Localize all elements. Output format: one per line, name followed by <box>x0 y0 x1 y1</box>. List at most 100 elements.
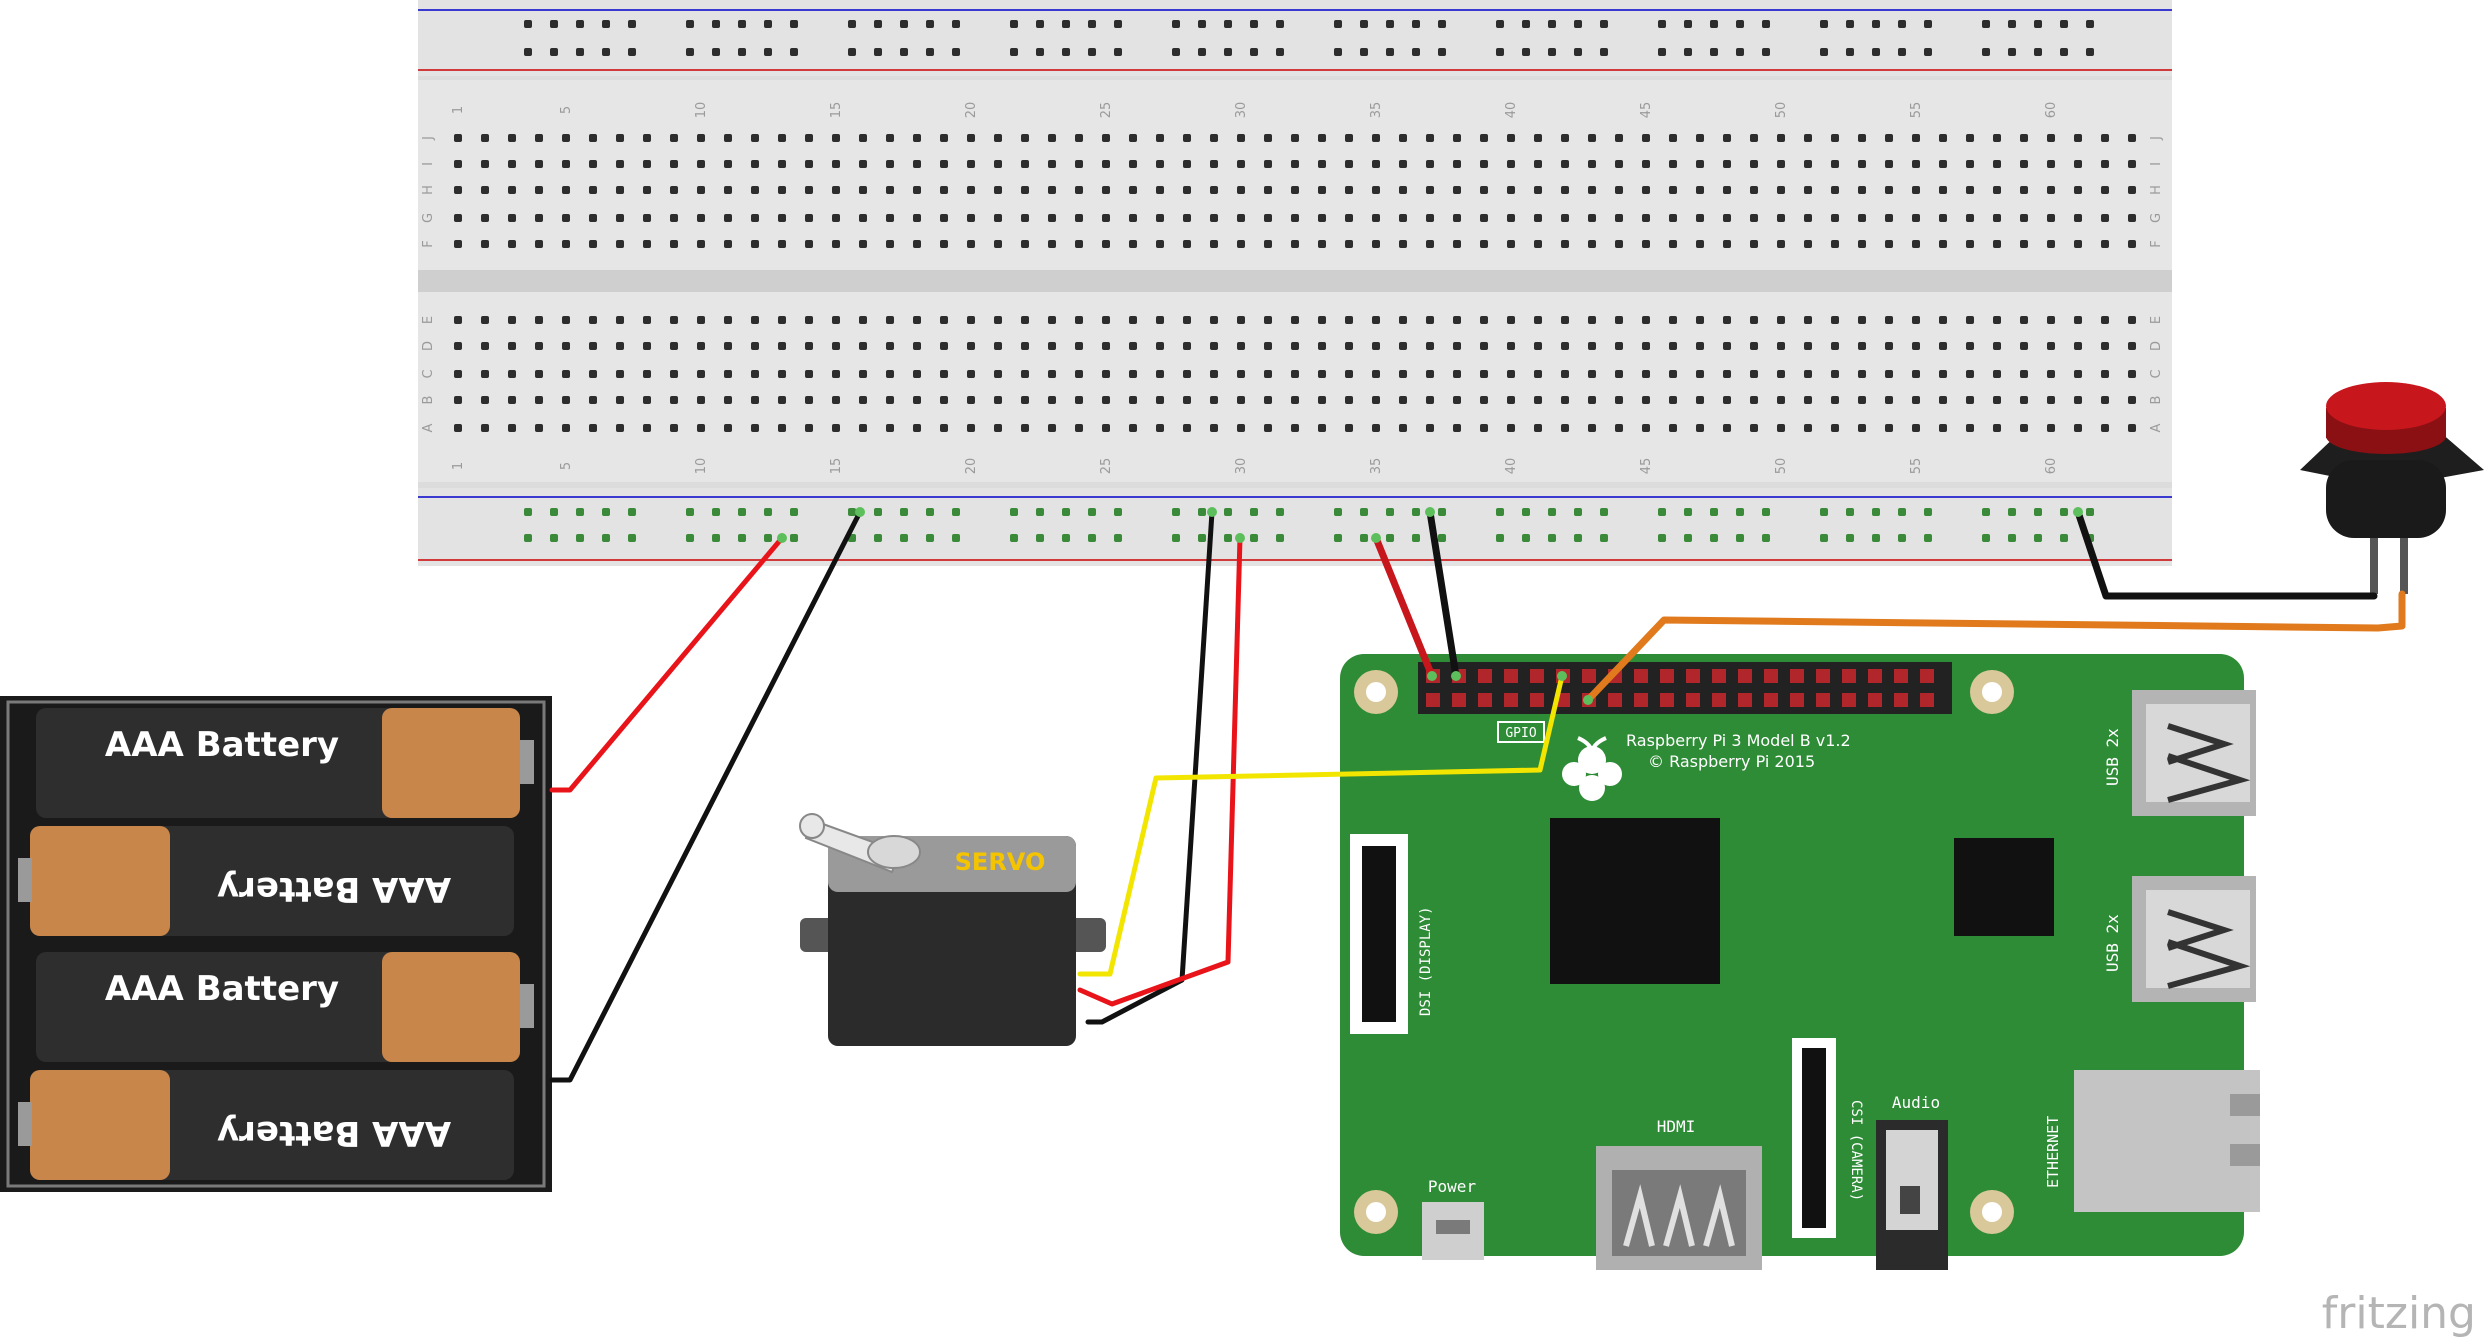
gpio-pin <box>1764 693 1778 707</box>
breadboard-hole <box>1939 186 1947 194</box>
breadboard-hole <box>1102 316 1110 324</box>
breadboard-hole <box>1642 342 1650 350</box>
wire-button-ground <box>2074 508 2378 600</box>
rail-hole <box>1574 20 1582 28</box>
breadboard-hole <box>1831 240 1839 248</box>
pi-copyright-label: © Raspberry Pi 2015 <box>1648 752 1815 771</box>
row-letter: D <box>2149 341 2164 351</box>
rail-hole <box>1820 534 1828 542</box>
breadboard-hole <box>805 370 813 378</box>
rail-hole <box>1898 48 1906 56</box>
breadboard-hole <box>940 370 948 378</box>
breadboard-hole <box>1939 134 1947 142</box>
battery-cell-positive-band <box>30 826 170 936</box>
rail-hole <box>1684 48 1692 56</box>
breadboard-hole <box>1048 240 1056 248</box>
breadboard-hole <box>1588 424 1596 432</box>
breadboard-hole <box>535 134 543 142</box>
breadboard-hole <box>1696 160 1704 168</box>
row-letter: D <box>421 341 436 351</box>
breadboard-hole <box>1345 240 1353 248</box>
gpio-pin <box>1816 693 1830 707</box>
rail-hole <box>1736 534 1744 542</box>
breadboard-hole <box>1561 370 1569 378</box>
breadboard-hole <box>1129 342 1137 350</box>
breadboard-hole <box>832 186 840 194</box>
column-number: 35 <box>1369 458 1384 475</box>
breadboard-hole <box>481 160 489 168</box>
breadboard-hole <box>454 240 462 248</box>
breadboard-hole <box>1507 316 1515 324</box>
breadboard-hole <box>1345 396 1353 404</box>
breadboard-hole <box>1723 134 1731 142</box>
breadboard-hole <box>643 240 651 248</box>
breadboard-hole <box>2020 214 2028 222</box>
breadboard-hole <box>1291 134 1299 142</box>
breadboard-hole <box>643 160 651 168</box>
breadboard-hole <box>454 316 462 324</box>
rail-hole <box>900 48 908 56</box>
column-number: 20 <box>964 458 979 475</box>
usb-label-2: USB 2x <box>2103 914 2122 972</box>
rail-hole <box>1360 534 1368 542</box>
button-cap <box>2326 382 2446 430</box>
breadboard-hole <box>1480 134 1488 142</box>
breadboard-hole <box>1102 396 1110 404</box>
breadboard-hole <box>1669 214 1677 222</box>
rail-hole <box>1062 48 1070 56</box>
breadboard-hole <box>1966 240 1974 248</box>
breadboard-hole <box>1615 370 1623 378</box>
breadboard-hole <box>670 396 678 404</box>
breadboard-hole <box>1264 240 1272 248</box>
breadboard-hole <box>1264 160 1272 168</box>
rail-hole <box>1574 48 1582 56</box>
rail-hole <box>1412 508 1420 516</box>
breadboard-hole <box>481 186 489 194</box>
breadboard-hole <box>886 316 894 324</box>
breadboard-hole <box>913 160 921 168</box>
breadboard-hole <box>724 134 732 142</box>
gpio-pin <box>1842 669 1856 683</box>
usb-controller-chip <box>1954 838 2054 936</box>
breadboard-hole <box>994 424 1002 432</box>
breadboard-hole <box>1804 424 1812 432</box>
column-number: 55 <box>1909 458 1924 475</box>
breadboard-hole <box>1642 186 1650 194</box>
breadboard-hole <box>1966 160 1974 168</box>
rail-hole <box>1710 534 1718 542</box>
rail-hole <box>686 508 694 516</box>
rail-hole <box>1062 508 1070 516</box>
rail-hole <box>2034 48 2042 56</box>
breadboard-hole <box>1318 424 1326 432</box>
breadboard-hole <box>805 396 813 404</box>
breadboard-hole <box>1075 424 1083 432</box>
breadboard-hole <box>1291 240 1299 248</box>
breadboard-hole <box>940 342 948 350</box>
breadboard-hole <box>1102 134 1110 142</box>
breadboard-hole <box>1777 134 1785 142</box>
breadboard-hole <box>1345 342 1353 350</box>
breadboard-hole <box>481 424 489 432</box>
breadboard-hole <box>886 424 894 432</box>
breadboard-hole <box>1858 396 1866 404</box>
breadboard-hole <box>1885 316 1893 324</box>
rail-hole <box>1846 48 1854 56</box>
rail-hole <box>1386 20 1394 28</box>
breadboard-hole <box>1912 396 1920 404</box>
rail-hole <box>1820 48 1828 56</box>
breadboard-hole <box>859 424 867 432</box>
breadboard-hole <box>1156 214 1164 222</box>
breadboard-hole <box>1642 134 1650 142</box>
rail-hole <box>712 508 720 516</box>
breadboard-hole <box>1264 134 1272 142</box>
rail-hole <box>2008 534 2016 542</box>
breadboard-hole <box>940 424 948 432</box>
rail-hole <box>848 20 856 28</box>
rail-hole <box>1574 534 1582 542</box>
battery-label: AAA Battery <box>105 725 339 765</box>
rail-hole <box>712 534 720 542</box>
breadboard-hole <box>859 316 867 324</box>
breadboard-hole <box>913 186 921 194</box>
breadboard-hole <box>940 396 948 404</box>
